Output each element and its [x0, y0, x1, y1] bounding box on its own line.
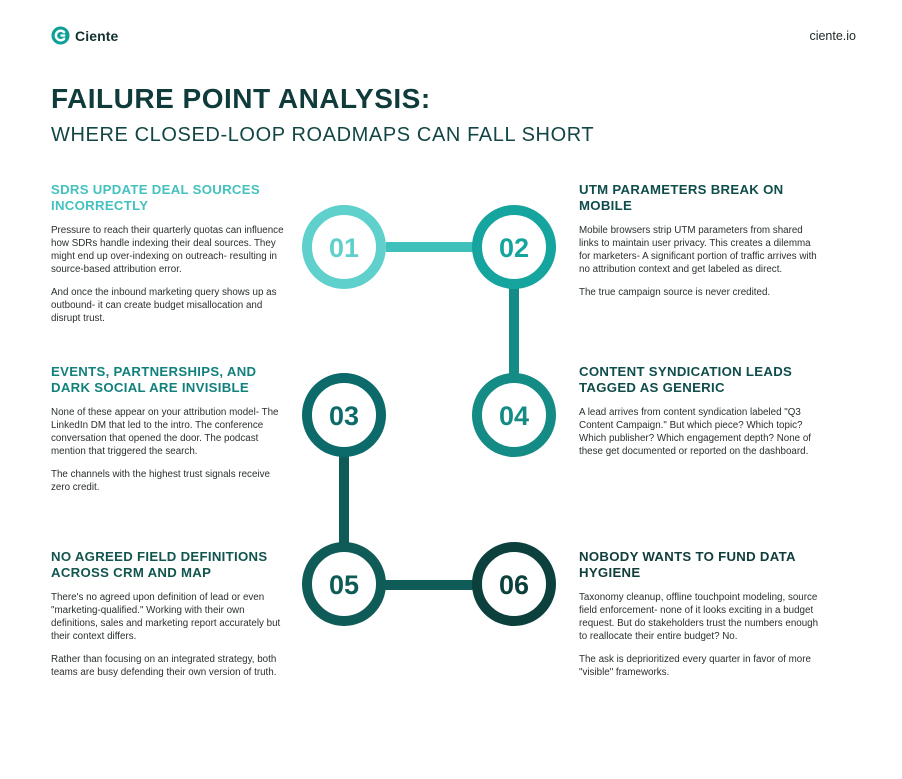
- step-04-paragraph: A lead arrives from content syndication …: [579, 407, 812, 457]
- brand-logo: Ciente: [51, 26, 118, 45]
- connector-05-06: [344, 580, 514, 590]
- step-02-ring: [472, 205, 556, 289]
- connector-01-02: [386, 242, 516, 252]
- step-03-number: 03: [329, 401, 359, 431]
- step-01-number: 01: [329, 233, 359, 263]
- connector-03-05: [339, 417, 349, 585]
- step-05-number: 05: [329, 570, 359, 600]
- step-04-heading: CONTENT SYNDICATION LEADS TAGGED AS GENE…: [579, 364, 793, 395]
- step-06-number: 06: [499, 570, 529, 600]
- page-title: FAILURE POINT ANALYSIS:: [51, 83, 431, 114]
- step-02-node: 02: [472, 205, 556, 289]
- step-06-block: NOBODY WANTS TO FUND DATA HYGIENE Taxono…: [579, 549, 819, 689]
- step-05-heading: NO AGREED FIELD DEFINITIONS ACROSS CRM A…: [51, 549, 268, 580]
- step-03-heading: EVENTS, PARTNERSHIPS, AND DARK SOCIAL AR…: [51, 364, 257, 395]
- step-06-heading: NOBODY WANTS TO FUND DATA HYGIENE: [579, 549, 796, 580]
- step-02-block: UTM PARAMETERS BREAK ON MOBILE Mobile br…: [579, 182, 819, 309]
- step-05-block: NO AGREED FIELD DEFINITIONS ACROSS CRM A…: [51, 549, 291, 689]
- step-04-node: 04: [472, 373, 556, 457]
- step-02-number: 02: [499, 233, 529, 263]
- step-02-heading: UTM PARAMETERS BREAK ON MOBILE: [579, 182, 784, 213]
- step-04-ring: [472, 373, 556, 457]
- step-03-block: EVENTS, PARTNERSHIPS, AND DARK SOCIAL AR…: [51, 364, 291, 504]
- ciente-logo-icon: [51, 26, 70, 45]
- step-02-paragraph: Mobile browsers strip UTM parameters fro…: [579, 225, 817, 275]
- brand-name: Ciente: [75, 27, 119, 44]
- step-06-node: 06: [472, 542, 556, 626]
- step-06-paragraph: The ask is deprioritized every quarter i…: [579, 654, 811, 678]
- step-01-ring: [302, 205, 386, 289]
- step-04-number: 04: [499, 401, 529, 431]
- site-url[interactable]: ciente.io: [809, 29, 856, 43]
- page-subtitle: WHERE CLOSED-LOOP ROADMAPS CAN FALL SHOR…: [51, 124, 595, 146]
- step-05-ring: [302, 542, 386, 626]
- step-03-paragraph: The channels with the highest trust sign…: [51, 469, 270, 493]
- step-04-block: CONTENT SYNDICATION LEADS TAGGED AS GENE…: [579, 364, 819, 468]
- step-05-paragraph: There's no agreed upon definition of lea…: [51, 592, 281, 642]
- step-03-ring: [302, 373, 386, 457]
- step-05-paragraph: Rather than focusing on an integrated st…: [51, 654, 277, 678]
- step-02-paragraph: The true campaign source is never credit…: [579, 287, 771, 298]
- step-05-node: 05: [302, 542, 386, 626]
- step-03-node: 03: [302, 373, 386, 457]
- step-06-ring: [472, 542, 556, 626]
- step-01-heading: SDRS UPDATE DEAL SOURCES INCORRECTLY: [51, 182, 260, 213]
- step-01-node: 01: [302, 205, 386, 289]
- step-01-block: SDRS UPDATE DEAL SOURCES INCORRECTLY Pre…: [51, 182, 291, 335]
- connector-02-04: [509, 250, 519, 418]
- step-01-paragraph: Pressure to reach their quarterly quotas…: [51, 225, 284, 275]
- step-06-paragraph: Taxonomy cleanup, offline touchpoint mod…: [579, 592, 819, 642]
- step-01-paragraph: And once the inbound marketing query sho…: [51, 287, 277, 324]
- step-03-paragraph: None of these appear on your attribution…: [51, 407, 279, 457]
